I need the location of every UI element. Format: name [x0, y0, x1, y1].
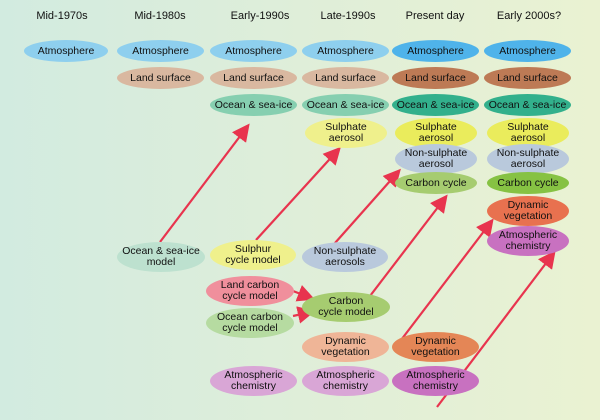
- node-land-surface-mid-1980s: Land surface: [117, 67, 204, 89]
- arrow-sulphur-to-late-1990s: [255, 146, 341, 241]
- column-header-early-2000s: Early 2000s?: [496, 10, 562, 22]
- node-land-surface-present: Land surface: [392, 67, 479, 89]
- arrow-carbon-model-to-present: [369, 194, 448, 297]
- arrow-ocean-model-to-early-1990s: [159, 123, 250, 243]
- node-atmosphere-present: Atmosphere: [392, 40, 479, 62]
- node-land-surface-late-1990s: Land surface: [302, 67, 389, 89]
- node-ocean-sea-ice-present: Ocean & sea-ice: [392, 94, 479, 116]
- arrow-dyn-veg-to-2000s: [397, 218, 494, 345]
- node-atmosphere-early-1990s: Atmosphere: [210, 40, 297, 62]
- node-atmosphere-mid-1970s: Atmosphere: [24, 40, 108, 62]
- node-ocean-sea-ice-late-1990s: Ocean & sea-ice: [302, 94, 389, 116]
- node-land-surface-early-1990s: Land surface: [210, 67, 297, 89]
- node-atmosphere-late-1990s: Atmosphere: [302, 40, 389, 62]
- column-header-mid-1980s: Mid-1980s: [134, 10, 186, 22]
- column-header-late-1990s: Late-1990s: [320, 10, 376, 22]
- column-header-present-day: Present day: [405, 10, 465, 22]
- node-land-surface-2000s: Land surface: [484, 67, 571, 89]
- node-carbon-cycle-2000s: Carbon cycle: [487, 172, 569, 194]
- node-atmosphere-2000s: Atmosphere: [484, 40, 571, 62]
- column-header-early-1990s: Early-1990s: [230, 10, 290, 22]
- node-ocean-sea-ice-early-1990s: Ocean & sea-ice: [210, 94, 297, 116]
- arrow-land-carbon-to-carbon-model: [292, 285, 316, 302]
- node-atmosphere-mid-1980s: Atmosphere: [117, 40, 204, 62]
- node-ocean-sea-ice-2000s: Ocean & sea-ice: [484, 94, 571, 116]
- node-carbon-cycle-present: Carbon cycle: [395, 172, 477, 194]
- column-header-mid-1970s: Mid-1970s: [36, 10, 88, 22]
- arrow-nonsulphate-to-present: [334, 168, 401, 244]
